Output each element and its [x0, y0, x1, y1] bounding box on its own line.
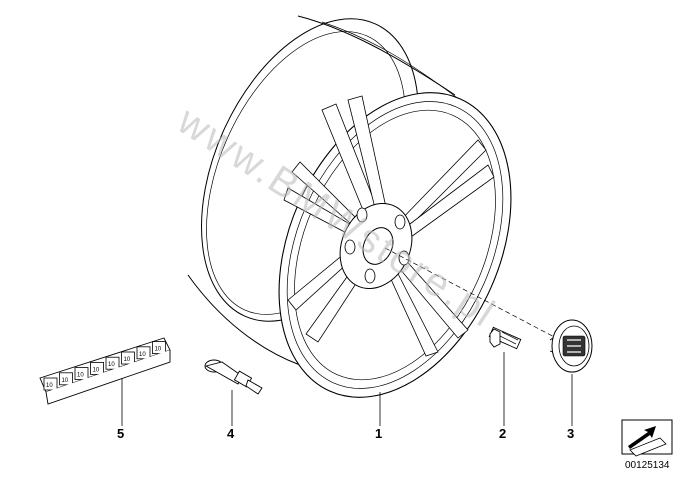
weight-block: 10: [136, 346, 151, 360]
wheel-spokes: [283, 95, 495, 357]
weight-block-label: 10: [139, 352, 146, 358]
weight-block: 10: [121, 351, 135, 365]
weight-block: 10: [74, 367, 89, 381]
weight-block: 10: [152, 341, 166, 355]
alloy-wheel[interactable]: [158, 0, 556, 434]
weight-block-label: 10: [108, 362, 115, 368]
callout-5: 5: [117, 426, 124, 441]
wheel-bolt[interactable]: [488, 326, 522, 350]
weight-block-label: 10: [46, 383, 53, 389]
weight-block: 10: [105, 356, 120, 370]
weight-block-label: 10: [155, 347, 162, 353]
weight-block: 10: [59, 372, 73, 386]
arrow-view-icon: [621, 419, 673, 457]
hub-cap[interactable]: [549, 319, 593, 373]
callout-3: 3: [567, 426, 574, 441]
weight-block-label: 10: [93, 367, 100, 373]
weight-block-label: 10: [62, 378, 69, 384]
weight-block-label: 10: [124, 357, 131, 363]
tire-valve[interactable]: [204, 359, 263, 395]
alignment-line: [384, 247, 561, 341]
callout-4: 4: [227, 426, 235, 441]
balance-weights[interactable]: 10 10 10 10 10 10 10 10: [39, 337, 171, 405]
weight-block: 10: [90, 361, 104, 375]
document-number: 00125134: [625, 460, 670, 471]
callout-2: 2: [499, 426, 506, 441]
callout-1: 1: [375, 426, 382, 441]
weight-block-label: 10: [77, 373, 84, 379]
bolt-holes: [344, 207, 410, 284]
weight-block: 10: [43, 377, 58, 391]
leader-lines: [121, 352, 573, 426]
